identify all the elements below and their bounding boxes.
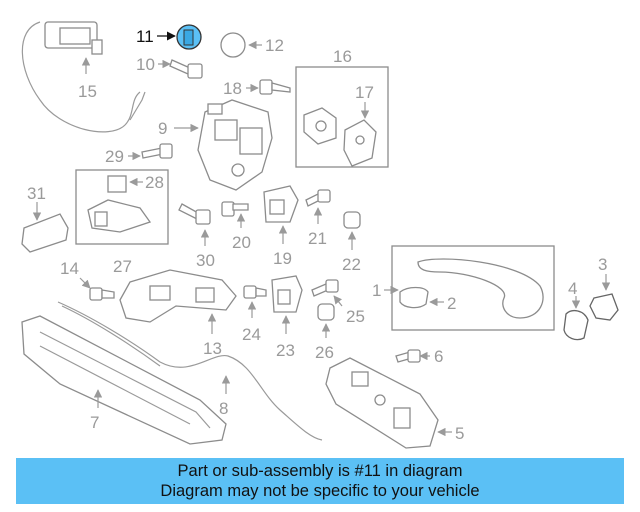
parts-diagram: 15 11 12 10 18 9 16 17 [21,21,619,449]
part-20-bolt [221,201,249,217]
part-21-screw [305,189,331,207]
part-15-cable [21,21,146,133]
part-14-bolt [89,287,115,301]
part-10-bolt [169,59,203,79]
part-17-plate [303,107,377,167]
part-6-bolt [395,349,421,363]
part-4-seal [563,309,589,341]
callout-3: 3 [598,255,607,274]
part-1-handle [399,258,544,319]
callout-10: 10 [136,55,155,74]
callout-19: 19 [273,249,292,268]
callout-7: 7 [90,413,99,432]
part-12-plug [220,32,246,58]
part-11-cap [176,24,202,50]
callout-17: 17 [355,83,374,102]
info-banner: Part or sub-assembly is #11 in diagram D… [16,458,624,504]
part-19-bracket [263,185,299,223]
callout-30: 30 [196,251,215,270]
part-3-cap [589,293,619,321]
part-24-bolt [243,285,267,299]
part-22-bumper [343,211,361,229]
callout-2: 2 [447,294,456,313]
banner-line-1: Part or sub-assembly is #11 in diagram [177,462,463,480]
callout-8: 8 [219,399,228,418]
part-5-housing [325,357,439,449]
part-13-bracket [119,269,237,323]
callout-26: 26 [315,343,334,362]
part-9-latch [197,99,273,191]
part-18-screw [259,79,291,95]
banner-line-2: Diagram may not be specific to your vehi… [160,482,480,500]
part-28-bracket [87,175,152,233]
callout-18: 18 [223,79,242,98]
callout-4: 4 [568,279,577,298]
callout-25: 25 [346,307,365,326]
callout-5: 5 [455,424,464,443]
callout-24: 24 [242,325,261,344]
callout-22: 22 [342,255,361,274]
part-26-bumper [317,303,335,321]
callout-6: 6 [434,347,443,366]
callout-28: 28 [145,173,164,192]
callout-1: 1 [372,281,381,300]
callout-14: 14 [60,259,79,278]
callout-21: 21 [308,229,327,248]
part-8-cable [57,301,323,441]
part-30-bolt [178,203,211,225]
part-23-bracket [271,275,303,313]
callout-29: 29 [105,147,124,166]
callout-13: 13 [203,339,222,358]
part-29-bolt [141,143,173,159]
part-7-trim [21,315,227,445]
callout-15: 15 [78,82,97,101]
callout-16: 16 [333,47,352,66]
callout-31: 31 [27,184,46,203]
callout-20: 20 [232,233,251,252]
part-31-connector [21,213,69,253]
callout-23: 23 [276,341,295,360]
part-25-screw [311,279,339,297]
callout-12: 12 [265,36,284,55]
callout-27: 27 [113,257,132,276]
callout-11: 11 [136,27,154,46]
callout-9: 9 [158,119,167,138]
